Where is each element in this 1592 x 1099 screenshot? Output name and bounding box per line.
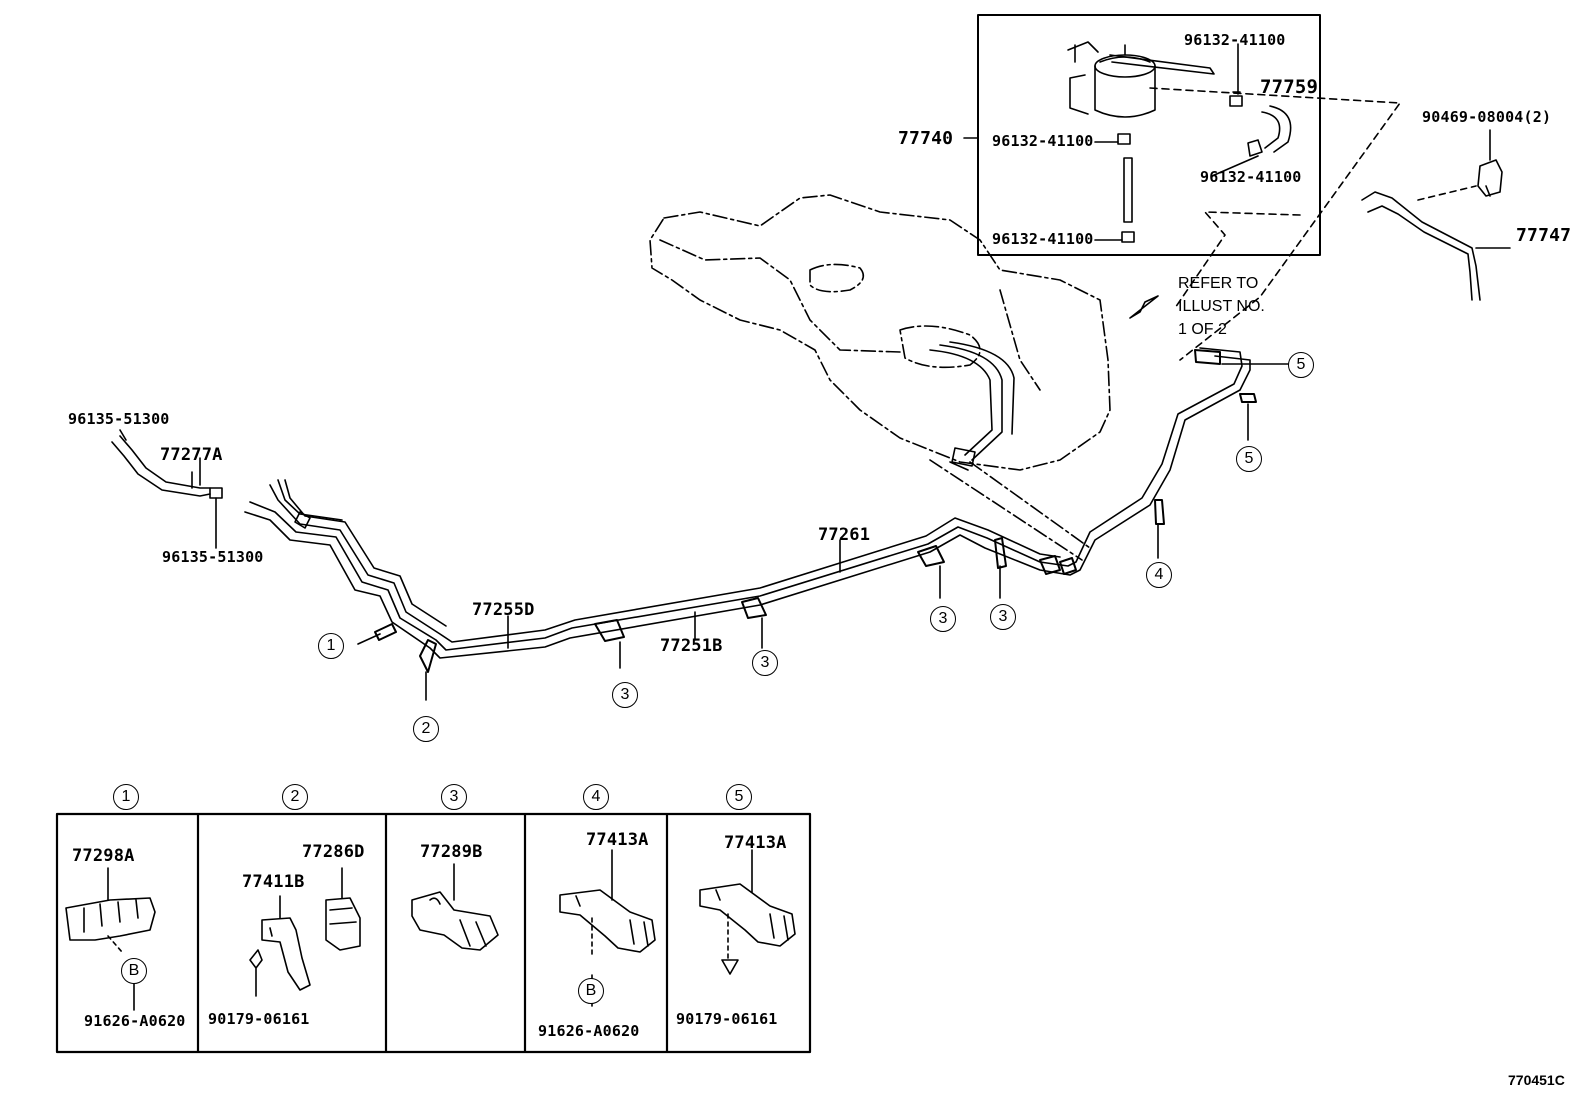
dashed-link <box>1149 87 1401 361</box>
label-96135-51300-bottom: 96135-51300 <box>162 548 264 566</box>
fuel-filter-drawing <box>1067 41 1215 118</box>
detail-5-part-90179: 90179-06161 <box>676 1010 778 1028</box>
label-77747: 77747 <box>1516 225 1572 246</box>
detail-1-header: 1 <box>113 784 139 810</box>
callout-3-main-c: 3 <box>930 606 956 632</box>
illustration-code: 770451C <box>1508 1072 1565 1088</box>
callout-3-main-a: 3 <box>612 682 638 708</box>
leaders <box>199 295 1289 701</box>
detail-frame <box>55 812 812 1054</box>
pipe-clamps <box>374 349 1257 673</box>
label-96132-41100-left: 96132-41100 <box>992 132 1094 150</box>
detail-2-part-77411B: 77411B <box>242 872 305 892</box>
callout-5-main-b: 5 <box>1236 446 1262 472</box>
clip-b <box>1117 133 1131 145</box>
detail-2-header: 2 <box>282 784 308 810</box>
label-96135-51300-top: 96135-51300 <box>68 410 170 428</box>
fuel-pipes-drawing <box>244 347 1251 659</box>
label-96132-41100-right: 96132-41100 <box>1200 168 1302 186</box>
detail-3-drawing <box>411 863 499 951</box>
callout-1-main: 1 <box>318 633 344 659</box>
connector-90469 <box>1477 159 1503 197</box>
detail-4-part-91626: 91626-A0620 <box>538 1022 640 1040</box>
detail-2-part-77286D: 77286D <box>302 842 365 862</box>
detail-1-marker-B: B <box>121 958 147 984</box>
detail-2-drawing <box>249 867 361 997</box>
detail-5-header: 5 <box>726 784 752 810</box>
callout-3-main-d: 3 <box>990 604 1016 630</box>
detail-1-part-77298A: 77298A <box>72 846 135 866</box>
clip-a <box>1229 91 1243 107</box>
detail-5-part-77413A: 77413A <box>724 833 787 853</box>
detail-4-header: 4 <box>583 784 609 810</box>
label-96132-41100-bottom: 96132-41100 <box>992 230 1094 248</box>
clip-c <box>1247 139 1263 157</box>
label-77740: 77740 <box>898 128 954 149</box>
hose-77747-drawing <box>1361 191 1481 301</box>
callout-2-main: 2 <box>413 716 439 742</box>
callout-5-main-a: 5 <box>1288 352 1314 378</box>
detail-2-part-90179: 90179-06161 <box>208 1010 310 1028</box>
detail-3-part-77289B: 77289B <box>420 842 483 862</box>
callout-3-main-b: 3 <box>752 650 778 676</box>
label-90469-08004: 90469-08004(2) <box>1422 108 1552 126</box>
detail-1-drawing <box>65 867 156 1011</box>
hose-77759-drawing <box>1261 105 1292 153</box>
clip-d <box>1121 231 1135 243</box>
filter-inset-frame <box>977 14 1321 256</box>
hose-77277A-drawing <box>111 435 211 497</box>
refer-note-line-1: REFER TO <box>1178 275 1259 292</box>
fuel-tank-drawing <box>649 194 1111 561</box>
label-77759: 77759 <box>1260 76 1319 98</box>
detail-4-marker-B: B <box>578 978 604 1004</box>
detail-4-drawing <box>559 849 656 1007</box>
detail-3-header: 3 <box>441 784 467 810</box>
label-77277A: 77277A <box>160 445 223 465</box>
label-77251B: 77251B <box>660 636 723 656</box>
detail-5-drawing <box>699 849 796 975</box>
label-77255D: 77255D <box>472 600 535 620</box>
refer-note-line-2: ILLUST NO. <box>1178 298 1265 315</box>
detail-4-part-77413A: 77413A <box>586 830 649 850</box>
callout-4-main: 4 <box>1146 562 1172 588</box>
label-77261: 77261 <box>818 525 871 545</box>
detail-1-part-91626: 91626-A0620 <box>84 1012 186 1030</box>
label-96132-41100-top: 96132-41100 <box>1184 31 1286 49</box>
refer-note-line-3: 1 OF 2 <box>1178 321 1227 338</box>
